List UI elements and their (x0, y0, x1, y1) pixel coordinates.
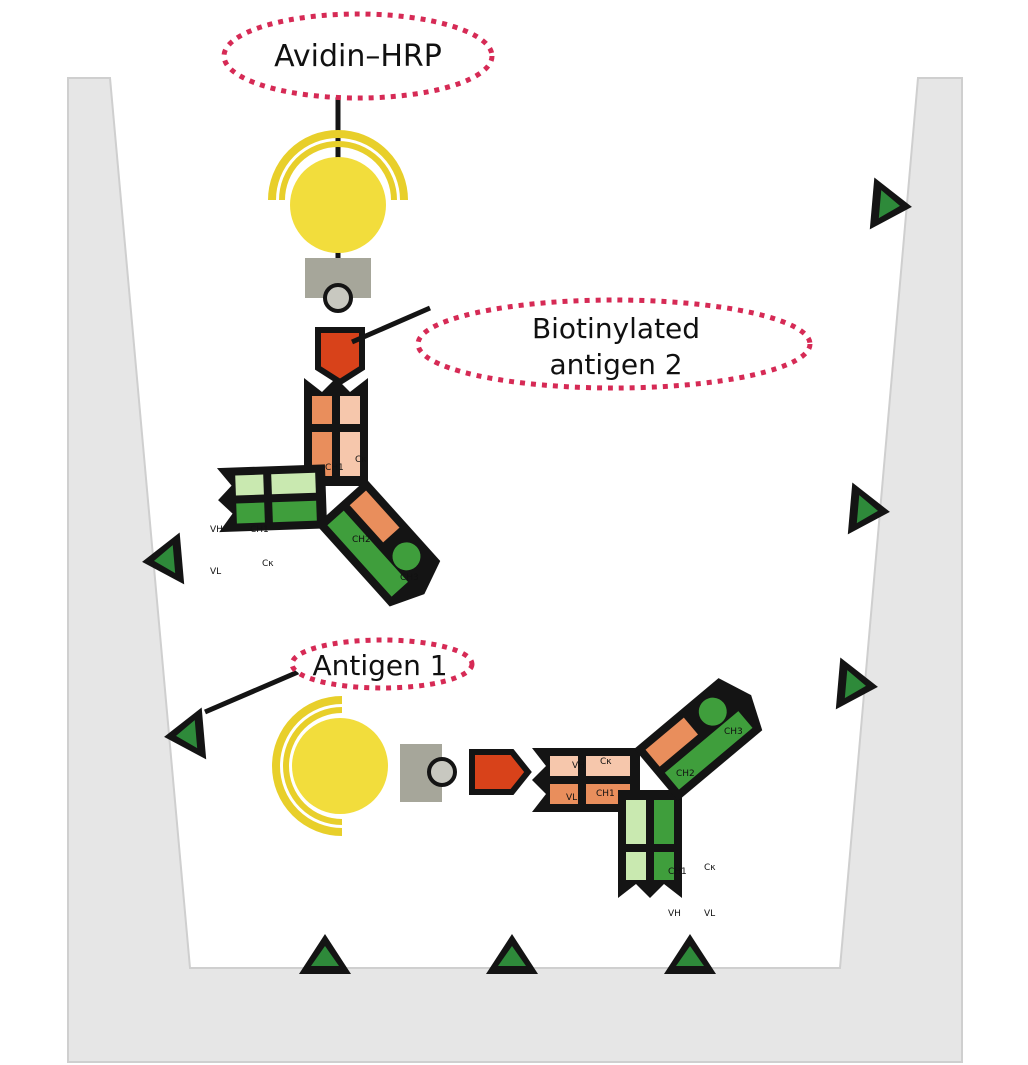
label-ch1-green-lower: CH1 (668, 867, 687, 877)
microtiter-well (67, 77, 963, 1063)
antigen-2 (315, 327, 365, 386)
coat-antigen-bottom-1 (299, 934, 351, 974)
upper-complex: CH1 Cκ CH1 VH VL Cκ CH2 CH3 (210, 78, 450, 617)
label-ch1-upper: CH1 (325, 463, 344, 473)
label-antigen-2: antigen 2 (549, 348, 682, 381)
label-vl-green-lower: VL (704, 909, 715, 919)
biotin-connector-lower (427, 757, 457, 787)
label-ch1-green-upper: CH1 (250, 525, 269, 535)
antigen-1-pointer-line (204, 669, 299, 715)
label-vl-upper: VL (210, 567, 221, 577)
antibody-lower (532, 669, 773, 898)
antigen-2-pointer-line (351, 305, 431, 345)
label-ch2-upper: CH2 (352, 535, 371, 545)
label-vh-lower: VH (572, 761, 585, 771)
label-ch3-upper: CH3 (400, 573, 419, 583)
callout-biotinylated-antigen-2: Biotinylated antigen 2 (415, 297, 813, 391)
avidin-hrp-upper (268, 130, 408, 253)
callout-avidin-hrp: Avidin–HRP (221, 11, 495, 101)
label-biotinylated: Biotinylated (532, 312, 700, 345)
label-ck-green-lower: Cκ (704, 863, 716, 873)
label-ck-green-upper: Cκ (262, 559, 274, 569)
label-ch1-lower: CH1 (596, 789, 615, 799)
coating-antigens (139, 177, 915, 974)
lower-complex: VH Cκ VL CH1 CH1 Cκ VH VL CH2 CH3 (204, 669, 773, 919)
callout-antigen-1: Antigen 1 (289, 637, 475, 691)
label-vl-lower: VL (566, 793, 577, 803)
label-vh-upper: VH (210, 525, 223, 535)
coat-antigen-bottom-3 (664, 934, 716, 974)
label-ck-upper: Cκ (355, 455, 367, 465)
antigen-1-bound (469, 749, 532, 795)
coat-antigen-bottom-2 (486, 934, 538, 974)
biotin-connector-upper (323, 283, 353, 313)
label-antigen-1: Antigen 1 (312, 649, 447, 682)
label-ch2-lower: CH2 (676, 769, 695, 779)
label-avidin-hrp: Avidin–HRP (274, 39, 442, 74)
label-vh-green-lower: VH (668, 909, 681, 919)
avidin-hrp-lower (272, 696, 388, 836)
label-ch3-lower: CH3 (724, 727, 743, 737)
label-ck-lower: Cκ (600, 757, 612, 767)
